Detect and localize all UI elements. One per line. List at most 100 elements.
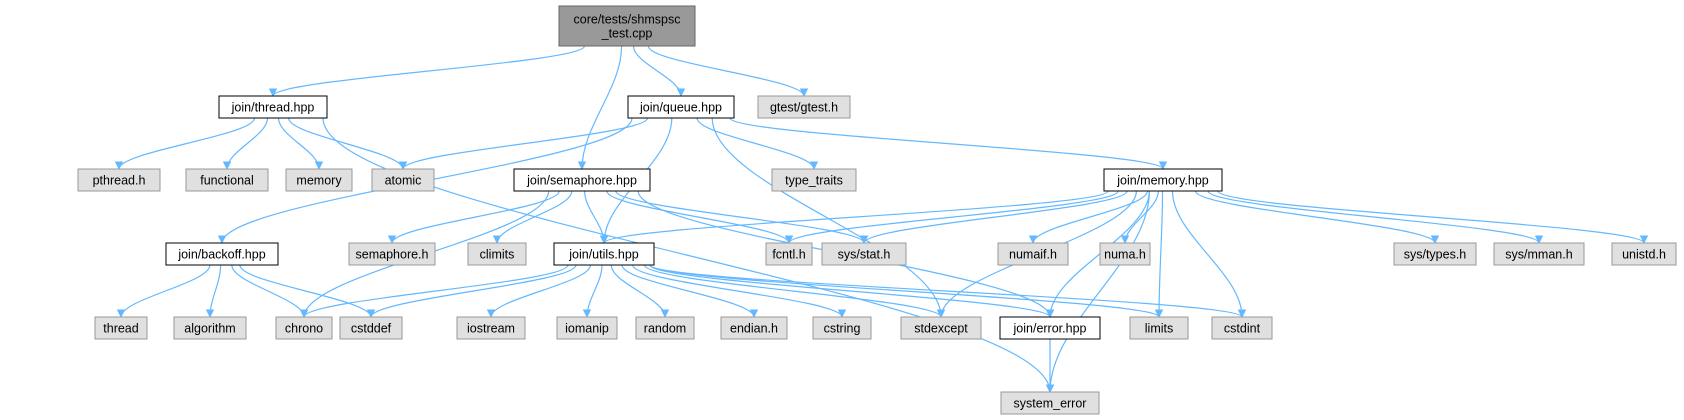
node-label: iomanip <box>565 322 609 336</box>
node-box <box>218 95 328 119</box>
node-box <box>77 168 161 192</box>
node-label: atomic <box>385 174 422 188</box>
node-box <box>999 316 1101 340</box>
node-box <box>285 168 353 192</box>
edge-backoff_hpp-to-cstddef <box>239 264 376 318</box>
node-box <box>765 242 813 266</box>
node-label: core/tests/shmspsc <box>574 13 681 27</box>
node-error-hpp[interactable]: join/error.hpp <box>999 316 1101 340</box>
node-thread: thread <box>94 316 148 340</box>
node-algorithm: algorithm <box>173 316 247 340</box>
node-label: thread <box>103 322 138 336</box>
node-label: semaphore.h <box>356 248 429 262</box>
edge-utils_hpp-to-iostream <box>486 264 591 318</box>
node-cstring: cstring <box>812 316 872 340</box>
node-unistd: unistd.h <box>1611 242 1677 266</box>
node-sys-stat: sys/stat.h <box>821 242 907 266</box>
node-type-traits: type_traits <box>771 168 857 192</box>
node-label: join/error.hpp <box>1013 322 1087 336</box>
nodes-layer: core/tests/shmspsc_test.cpp join/thread.h… <box>77 5 1677 415</box>
edge-memory_hpp-to-fcntl <box>784 190 1119 244</box>
edge-root-to-queue_hpp <box>632 45 686 97</box>
edge-utils_hpp-to-stdexcept <box>643 264 946 318</box>
node-system-error: system_error <box>1000 391 1100 415</box>
edge-queue_hpp-to-memory_hpp <box>729 117 1168 170</box>
node-label: unistd.h <box>1622 248 1666 262</box>
edge-memory_hpp-to-numa <box>1120 190 1159 244</box>
node-box <box>771 168 857 192</box>
node-box <box>165 242 279 266</box>
node-backoff-hpp[interactable]: join/backoff.hpp <box>165 242 279 266</box>
edge-thread_hpp-to-atomic <box>288 117 408 170</box>
edge-utils_hpp-to-cstring <box>632 264 847 318</box>
edge-thread_hpp-to-functional <box>222 117 269 170</box>
edge-memory_hpp-to-cstdint <box>1171 190 1247 318</box>
edge-memory_hpp-to-sys_stat <box>859 190 1128 244</box>
edge-memory_hpp-to-limits <box>1154 190 1164 318</box>
node-label: climits <box>480 248 515 262</box>
node-label: algorithm <box>184 322 235 336</box>
edge-root-to-thread_hpp <box>268 45 586 97</box>
node-endian: endian.h <box>720 316 788 340</box>
edge-backoff_hpp-to-chrono <box>231 264 309 318</box>
node-box <box>812 316 872 340</box>
node-random: random <box>635 316 695 340</box>
node-box <box>467 242 527 266</box>
edge-memory_hpp-to-utils_hpp <box>600 190 1109 244</box>
node-label: sys/stat.h <box>838 248 891 262</box>
node-box <box>1000 391 1100 415</box>
node-label: join/utils.hpp <box>568 248 639 262</box>
node-label: iostream <box>467 322 515 336</box>
node-box <box>1129 316 1189 340</box>
node-label: fcntl.h <box>772 248 805 262</box>
node-box <box>757 95 851 119</box>
node-semaphore-h: semaphore.h <box>348 242 436 266</box>
node-memory-hpp[interactable]: join/memory.hpp <box>1103 168 1223 192</box>
node-limits: limits <box>1129 316 1189 340</box>
edge-root-to-semaphore_hpp <box>577 45 623 170</box>
node-box <box>348 242 436 266</box>
node-box <box>821 242 907 266</box>
edge-utils_hpp-to-limits <box>649 264 1163 318</box>
edge-backoff_hpp-to-algorithm <box>205 264 222 318</box>
edge-memory_hpp-to-sys_mman <box>1207 190 1544 244</box>
node-thread-hpp[interactable]: join/thread.hpp <box>218 95 328 119</box>
edge-utils_hpp-to-chrono <box>299 264 569 318</box>
node-label: memory <box>296 174 342 188</box>
node-label: sys/types.h <box>1404 248 1467 262</box>
edge-utils_hpp-to-endian <box>621 264 759 318</box>
node-label: system_error <box>1014 397 1087 411</box>
edge-thread_hpp-to-system_error <box>322 117 1055 393</box>
edge-memory_hpp-to-system_error <box>1045 190 1150 393</box>
node-label: gtest/gtest.h <box>770 101 838 115</box>
node-label: numaif.h <box>1009 248 1057 262</box>
node-pthread: pthread.h <box>77 168 161 192</box>
node-label: type_traits <box>785 174 843 188</box>
node-label: _test.cpp <box>601 27 653 41</box>
edge-semaphore_hpp-to-utils_hpp <box>584 190 609 244</box>
node-numaif: numaif.h <box>997 242 1069 266</box>
node-box <box>635 316 695 340</box>
node-box <box>1611 242 1677 266</box>
node-box <box>275 316 333 340</box>
node-box <box>553 242 655 266</box>
edge-memory_hpp-to-sys_types <box>1195 190 1440 244</box>
node-label: join/queue.hpp <box>639 101 722 115</box>
node-queue-hpp[interactable]: join/queue.hpp <box>627 95 735 119</box>
edge-utils_hpp-to-random <box>610 264 670 318</box>
edge-utils_hpp-to-cstddef <box>366 264 577 318</box>
node-label: sys/mman.h <box>1505 248 1572 262</box>
node-semaphore-hpp[interactable]: join/semaphore.hpp <box>513 168 651 192</box>
node-label: random <box>644 322 686 336</box>
node-box <box>720 316 788 340</box>
node-label: limits <box>1145 322 1173 336</box>
edge-utils_hpp-to-error_hpp <box>649 264 1055 318</box>
edges-layer <box>114 45 1649 393</box>
node-box <box>371 168 435 192</box>
node-label: pthread.h <box>93 174 146 188</box>
node-label: join/semaphore.hpp <box>526 174 637 188</box>
node-label: join/backoff.hpp <box>177 248 265 262</box>
node-label: functional <box>200 174 254 188</box>
node-utils-hpp[interactable]: join/utils.hpp <box>553 242 655 266</box>
